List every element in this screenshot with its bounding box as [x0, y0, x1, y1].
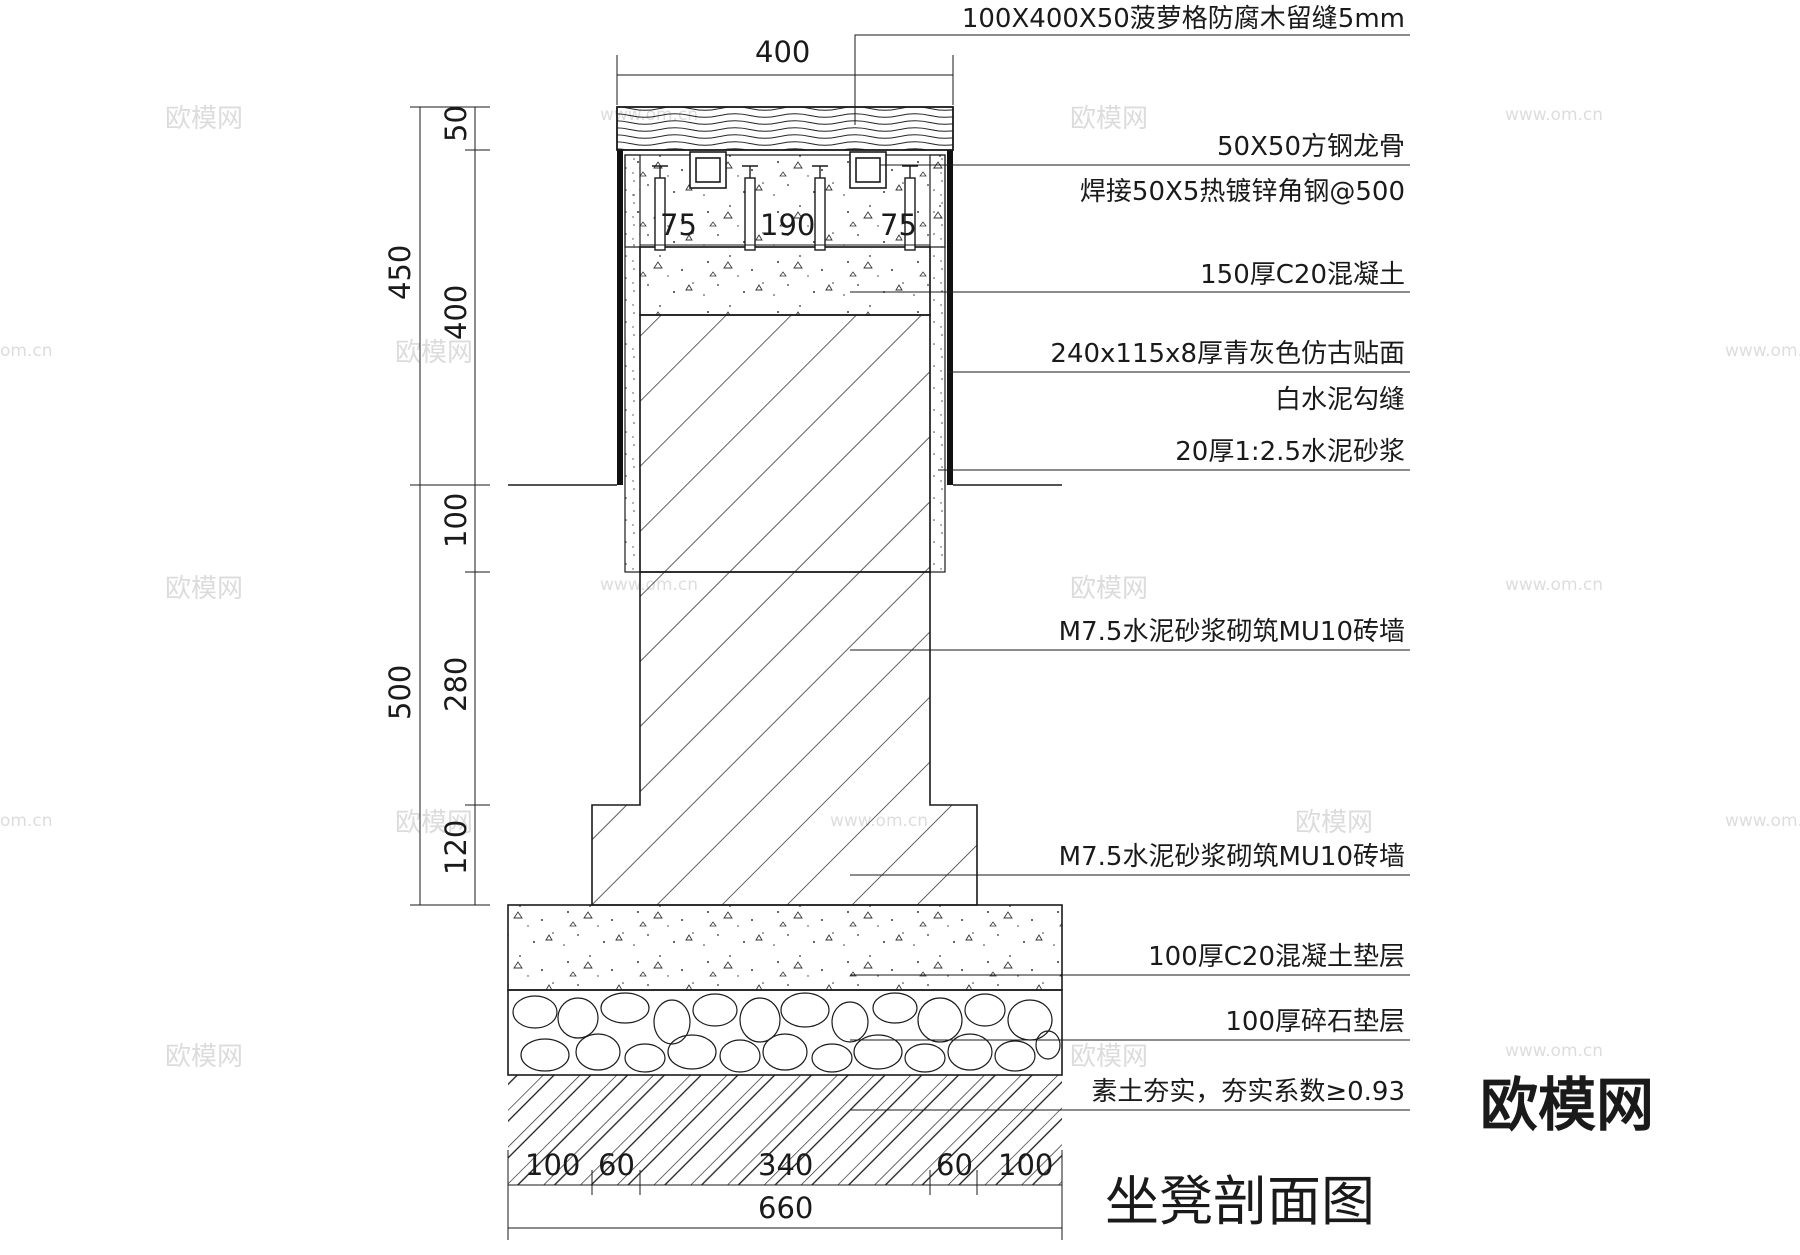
watermark-url: www.om.cn — [1725, 811, 1800, 831]
dim-anchor-2: 75 — [880, 208, 917, 242]
dim-left-outer-1: 500 — [383, 665, 417, 720]
concrete-base — [507, 904, 1063, 991]
callout-8: M7.5水泥砂浆砌筑MU10砖墙 — [1059, 842, 1405, 872]
dim-anchor-1: 190 — [760, 208, 815, 242]
callout-9: 100厚C20混凝土垫层 — [1148, 942, 1405, 972]
anchor-zone — [624, 154, 946, 248]
dim-left-inner-2: 100 — [439, 493, 473, 548]
watermark-logo: 欧模网 — [1070, 1042, 1148, 1072]
dim-bottom-2: 340 — [758, 1148, 813, 1182]
dim-left-inner-3: 280 — [439, 657, 473, 712]
watermark-logo: 欧模网 — [165, 104, 243, 134]
brick-wall-upper — [639, 314, 931, 573]
watermark-url: www.om.cn — [1505, 105, 1603, 125]
watermark-logo: 欧模网 — [165, 1042, 243, 1072]
drawing-title: 坐凳剖面图 — [1105, 1170, 1375, 1233]
dim-left-inner-1: 400 — [439, 285, 473, 340]
watermark-logo: 欧模网 — [1295, 808, 1373, 838]
dim-top-width: 400 — [755, 35, 810, 69]
watermark-url: www.om.cn — [1725, 341, 1800, 361]
dim-left-outer-0: 450 — [383, 245, 417, 300]
watermark-logo: 欧模网 — [1070, 104, 1148, 134]
callout-0: 100X400X50菠萝格防腐木留缝5mm — [962, 4, 1405, 34]
tile-right — [947, 150, 953, 485]
watermark-url: om.cn — [0, 811, 53, 831]
callout-10: 100厚碎石垫层 — [1225, 1007, 1405, 1037]
callout-1: 50X50方钢龙骨 — [1217, 132, 1405, 162]
anchor-bolts — [652, 165, 918, 251]
section-structure — [507, 106, 1063, 1185]
callout-11: 素土夯实，夯实系数≥0.93 — [1091, 1077, 1405, 1107]
callout-5: 白水泥勾缝 — [1275, 385, 1405, 415]
callout-leaders — [850, 34, 1410, 1111]
steel-keel — [689, 151, 887, 189]
gravel-layer — [507, 989, 1063, 1076]
concrete-cap — [639, 246, 931, 316]
watermark-url: www.om.cn — [1505, 1041, 1603, 1061]
tile-left — [617, 150, 623, 485]
gravel-stones — [512, 992, 1061, 1073]
callout-6: 20厚1:2.5水泥砂浆 — [1175, 437, 1405, 467]
compacted-soil — [508, 1075, 1062, 1185]
watermark-url: om.cn — [0, 341, 53, 361]
watermark-logo: 欧模网 — [395, 808, 473, 838]
dimension-lines: 400 450 500 50 400 100 280 120 75 190 75… — [383, 35, 1063, 1240]
callout-labels: 100X400X50菠萝格防腐木留缝5mm 50X50方钢龙骨 焊接50X5热镀… — [962, 4, 1405, 1107]
dim-left-inner-0: 50 — [439, 105, 473, 142]
brick-wall — [591, 571, 978, 906]
watermark-logo: 欧模网 — [395, 338, 473, 368]
callout-3: 150厚C20混凝土 — [1200, 260, 1405, 290]
dim-bottom-3: 60 — [936, 1148, 973, 1182]
brand-mark: 欧模网 — [1480, 1071, 1654, 1139]
callout-7: M7.5水泥砂浆砌筑MU10砖墙 — [1059, 617, 1405, 647]
watermark-logo: 欧模网 — [165, 574, 243, 604]
dim-left-inner-4: 120 — [439, 820, 473, 875]
watermark-logo: 欧模网 — [1070, 574, 1148, 604]
wood-seat — [616, 106, 954, 151]
dim-bottom-1: 60 — [598, 1148, 635, 1182]
callout-4: 240x115x8厚青灰色仿古贴面 — [1050, 339, 1405, 369]
watermark-url: www.om.cn — [1505, 575, 1603, 595]
callout-2: 焊接50X5热镀锌角钢@500 — [1080, 177, 1405, 207]
dim-bottom-0: 100 — [525, 1148, 580, 1182]
dim-bottom-4: 100 — [998, 1148, 1053, 1182]
dim-anchor-0: 75 — [660, 208, 697, 242]
dim-bottom-total: 660 — [758, 1191, 813, 1225]
